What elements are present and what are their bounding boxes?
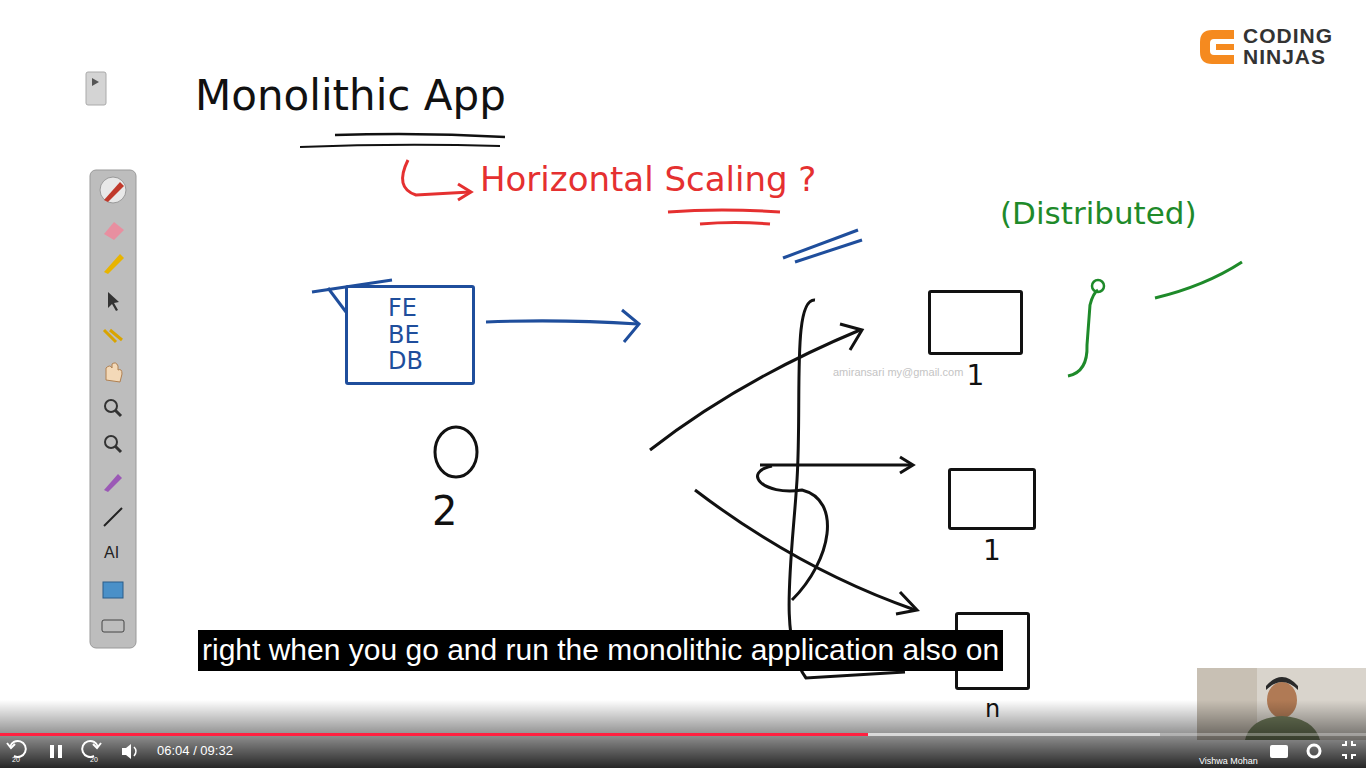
picker-icon — [104, 474, 122, 492]
highlighter-icon — [104, 254, 124, 274]
logo-text: CODING — [1243, 24, 1333, 48]
logo-mark — [1200, 30, 1234, 64]
line-icon — [104, 508, 122, 526]
distributed-note: (Distributed) — [1000, 196, 1197, 232]
tool-button — [100, 177, 126, 203]
progress-played — [0, 733, 868, 736]
scaling-question: Horizontal Scaling ? — [480, 160, 816, 199]
fullscreen-exit-icon — [1342, 741, 1356, 759]
app-box: FEBEDB — [345, 285, 475, 385]
tool-label: AI — [104, 544, 119, 562]
hook-arrow — [403, 160, 470, 195]
presenter-hair — [1266, 677, 1298, 690]
progress-track — [0, 733, 1366, 736]
volume-wave — [134, 747, 136, 756]
pointer-icon — [108, 292, 119, 311]
route-arrow — [695, 490, 915, 610]
box-number: 1 — [983, 536, 1001, 567]
panel-arrow — [92, 78, 99, 86]
route-arrow — [650, 330, 860, 450]
presenter-name: Vishwa Mohan — [1199, 756, 1258, 766]
balancer-curve — [758, 466, 828, 600]
pause-bar — [50, 745, 54, 758]
blue-mark — [328, 288, 346, 312]
skip-seconds: 20 — [12, 756, 20, 764]
keyboard-icon — [102, 620, 124, 632]
balancer-line — [789, 300, 905, 678]
arrow-head — [622, 310, 639, 342]
laser-icon — [104, 330, 122, 342]
title-underline — [300, 145, 500, 147]
arrow-head — [840, 324, 862, 350]
title-underline — [335, 134, 505, 137]
route-arrow — [760, 464, 912, 467]
box-text: BE — [388, 322, 462, 348]
blue-mark — [795, 240, 862, 262]
bracket-dot — [1092, 280, 1104, 292]
client-circle — [435, 427, 477, 477]
tool-palette — [90, 170, 136, 648]
green-underline — [1155, 262, 1242, 298]
arrow-head — [896, 592, 917, 614]
forward-icon — [82, 741, 98, 757]
screenshot-icon — [103, 582, 123, 598]
box-outline — [928, 290, 1023, 355]
red-underline — [700, 223, 770, 225]
arrow-head — [900, 457, 913, 473]
settings-icon — [1308, 745, 1320, 757]
box-number: 1 — [967, 361, 985, 392]
box-text: FE — [388, 295, 462, 321]
box-text: DB — [388, 348, 462, 374]
watermark: amiransari my@gmail.com — [833, 366, 963, 379]
arrow-head — [458, 184, 471, 200]
box-number: n — [985, 696, 1000, 722]
page-title: Monolithic App — [195, 72, 506, 120]
group-bracket — [1068, 290, 1098, 376]
pen-icon — [104, 182, 124, 202]
rewind-icon — [10, 741, 26, 757]
pause-bar — [58, 745, 62, 758]
red-underline — [668, 210, 780, 212]
control-bar — [0, 700, 1366, 768]
zoom-in-handle — [115, 410, 121, 416]
hand-icon — [106, 363, 122, 382]
subtitle: right when you go and run the monolithic… — [198, 630, 1003, 671]
scale-arrow — [486, 321, 638, 324]
skip-seconds: 20 — [90, 756, 98, 764]
rewind-head — [7, 743, 15, 748]
captions-icon — [1270, 745, 1288, 758]
zoom-out-handle — [115, 446, 121, 452]
box-outline — [948, 468, 1036, 530]
client-number: 2 — [432, 488, 457, 534]
time-readout: 06:04 / 09:32 — [157, 744, 233, 759]
logo-text: NINJAS — [1243, 45, 1326, 69]
volume-icon — [122, 744, 131, 759]
server-box: 1 — [948, 468, 1036, 567]
eraser-icon — [104, 222, 124, 240]
progress-buffer — [0, 733, 1160, 736]
forward-head — [93, 743, 101, 748]
logo-bar — [1216, 44, 1234, 50]
mini-panel — [86, 72, 106, 105]
